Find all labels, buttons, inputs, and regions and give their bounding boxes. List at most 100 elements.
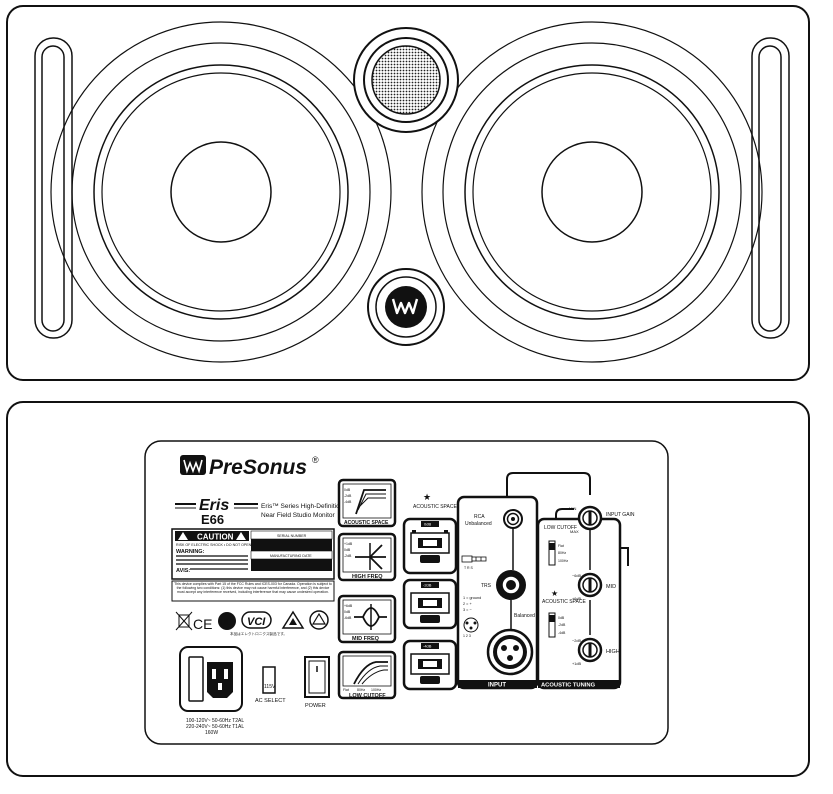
voltage-line1: 100-120V~ 50-60Hz T2AL xyxy=(186,718,244,724)
xlr-legend-3: 3 = − xyxy=(463,608,472,612)
brand-name: PreSonus xyxy=(209,456,307,479)
acoustic-tuning-section: ACOUSTIC TUNING LOW CUTOFF Flat 80Hz 100… xyxy=(536,505,635,690)
right-vent xyxy=(751,37,790,339)
rca-jack[interactable] xyxy=(503,509,523,529)
rcm-icon xyxy=(309,610,329,630)
acoustic-switch-1-tag: 0dB xyxy=(424,522,431,527)
acoustic-space-tuning-switch[interactable] xyxy=(548,612,556,638)
input-gain-knob[interactable] xyxy=(577,505,603,531)
high-max: +1dB xyxy=(572,662,581,666)
mid-knob[interactable] xyxy=(577,572,603,598)
power-label: POWER xyxy=(305,703,326,709)
iec-socket xyxy=(207,662,233,698)
xlr-legend-1: 1 = ground xyxy=(463,596,481,600)
acoustic-switch-3-tag: -4dB xyxy=(423,644,432,649)
mid-freq-level-1: 0dB xyxy=(344,610,351,614)
ac-select-value: 115V xyxy=(264,684,276,690)
xlr-jack[interactable] xyxy=(486,628,534,676)
filter-mid-freq: +6dB 0dB -6dB MID FREQ xyxy=(337,594,397,644)
model-desc-line1: Eris™ Series High-Definition xyxy=(261,503,344,510)
high-freq-level-0: +1dB xyxy=(344,542,353,546)
mid-freq-level-0: +6dB xyxy=(344,604,353,608)
rca-sub-label: Unbalanced xyxy=(465,521,492,527)
low-cutoff-option-flat: Flat xyxy=(558,544,564,548)
model-name: E66 xyxy=(201,512,224,527)
front-panel xyxy=(6,5,810,381)
high-freq-level-2: -2dB xyxy=(344,554,352,558)
low-cutoff-level-1: 80Hz xyxy=(357,688,365,692)
acoustic-switch-2-tag: -2dB xyxy=(423,583,432,588)
input-gain-label: INPUT GAIN xyxy=(606,512,635,518)
svg-text:UL: UL xyxy=(220,618,231,627)
high-knob[interactable] xyxy=(577,637,603,663)
ac-select-label: AC SELECT xyxy=(255,698,286,704)
power-switch[interactable]: POWER xyxy=(304,656,330,709)
manufacturing-date-label: MANUFACTURING DATE xyxy=(270,554,312,558)
presonus-logo: PreSonus ® xyxy=(180,455,319,479)
trs-label: TRS xyxy=(481,583,492,589)
low-cutoff-filter-label: LOW CUTOFF xyxy=(349,693,386,699)
warning-word: WARNING: xyxy=(176,549,205,555)
model-desc-line2: Near Field Studio Monitor xyxy=(261,512,336,519)
xlr-pins: 1 2 3 xyxy=(463,634,471,638)
acoustic-space-column: ★ ACOUSTIC SPACE xyxy=(413,492,457,510)
power-watts: 160W xyxy=(205,730,218,736)
rca-label: RCA xyxy=(474,514,485,520)
input-gain-min: MIN xyxy=(569,506,576,511)
acoustic-switch-2[interactable]: -2dB xyxy=(402,578,458,630)
acoustic-switch-1[interactable]: 0dB xyxy=(402,517,458,575)
series-logo: Eris xyxy=(199,497,229,514)
low-cutoff-switch[interactable] xyxy=(548,540,556,566)
acoustic-space-option-0: 0dB xyxy=(558,616,565,620)
tweeter xyxy=(353,27,459,133)
filter-high-freq: +1dB 0dB -2dB HIGH FREQ xyxy=(337,532,397,582)
input-gain-max: MAX xyxy=(570,529,579,534)
japanese-text: 本品はエレクトロニクス製品です。 xyxy=(230,631,287,636)
acoustic-space-star: ★ xyxy=(423,492,431,502)
avis-word: AVIS: xyxy=(176,568,190,574)
input-section-label: INPUT xyxy=(488,683,506,689)
vci-mark: VCI xyxy=(247,616,266,628)
acoustic-space-option-2: -4dB xyxy=(558,631,566,635)
risk-text: RISK OF ELECTRIC SHOCK • DO NOT OPEN xyxy=(176,543,252,547)
acoustic-space-column-label: ACOUSTIC SPACE xyxy=(413,504,457,510)
model-block: Eris E66 Eris™ Series High-Definition Ne… xyxy=(175,497,344,527)
voltage-line2: 220-240V~ 50-60Hz T1AL xyxy=(186,724,244,730)
mid-freq-level-2: -6dB xyxy=(344,616,352,620)
acoustic-switch-3[interactable]: -4dB xyxy=(402,639,458,691)
balanced-label: Balanced xyxy=(514,613,535,619)
warning-label: CAUTION RISK OF ELECTRIC SHOCK • DO NOT … xyxy=(171,528,335,602)
ac-inlet[interactable]: 100-120V~ 50-60Hz T2AL 220-240V~ 50-60Hz… xyxy=(179,646,244,736)
acoustic-space-filter-label: ACOUSTIC SPACE xyxy=(344,520,389,526)
low-cutoff-option-100: 100Hz xyxy=(558,559,568,563)
trs-jack[interactable] xyxy=(496,570,526,600)
low-cutoff-level-0: Flat xyxy=(343,688,349,692)
high-freq-level-1: 0dB xyxy=(344,548,351,552)
weee-bin-icon xyxy=(175,611,193,631)
trs-pins: T R S xyxy=(464,566,474,570)
xlr-legend-2: 2 = + xyxy=(463,602,472,606)
certification-marks: CE UL VCI 本品はエレクトロニクス製品です。 xyxy=(175,610,329,636)
back-panel: PreSonus ® Eris E66 Eris™ Series High-De… xyxy=(6,401,810,777)
brand-reg: ® xyxy=(312,455,319,465)
left-woofer xyxy=(50,21,392,363)
ac-select-switch[interactable]: 115V AC SELECT xyxy=(255,666,286,704)
mid-label: MID xyxy=(606,584,616,590)
acoustic-tuning-label: ACOUSTIC TUNING xyxy=(541,683,596,689)
high-freq-filter-label: HIGH FREQ xyxy=(352,574,383,580)
warning-triangle-icon xyxy=(178,532,188,540)
low-cutoff-level-2: 100Hz xyxy=(371,688,381,692)
trs-plug-icon: T R S xyxy=(461,555,487,570)
fuse-drawer[interactable] xyxy=(188,656,204,702)
ul-icon: UL xyxy=(218,612,236,630)
pse-triangle-icon xyxy=(281,610,305,629)
acoustic-space-option-1: -2dB xyxy=(558,623,566,627)
fcc-compliance-text: This device complies with Part 15 of the… xyxy=(174,582,332,595)
low-cutoff-option-80: 80Hz xyxy=(558,551,566,555)
filter-acoustic-space: 0dB -2dB -4dB ACOUSTIC SPACE xyxy=(337,478,397,528)
xlr-pin-diagram-icon: 1 2 3 xyxy=(463,617,479,638)
high-min: −2dB xyxy=(572,639,581,643)
low-cutoff-tuning-label: LOW CUTOFF xyxy=(544,525,577,531)
mid-min: −6dB xyxy=(572,574,581,578)
